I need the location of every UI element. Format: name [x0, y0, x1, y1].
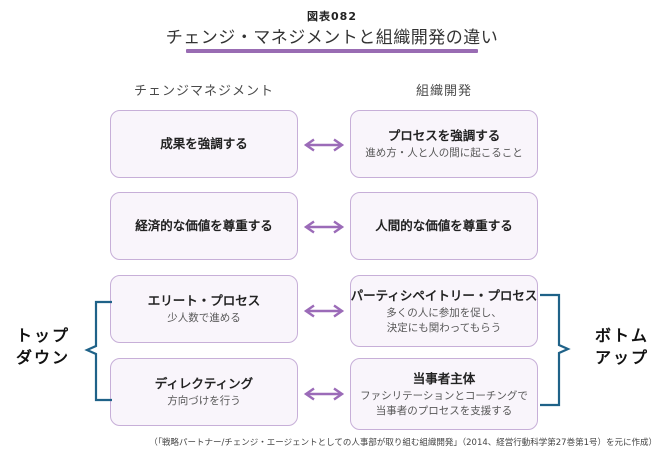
right-brace-icon	[540, 293, 571, 407]
box-title: エリート・プロセス	[147, 292, 261, 308]
box-process-emphasis: プロセスを強調する 進め方・人と人の間に起こること	[350, 110, 538, 178]
box-subtitle: 多くの人に参加を促し、 決定にも関わってもらう	[386, 307, 502, 334]
title-underline	[186, 49, 478, 53]
box-subtitle: 進め方・人と人の間に起こること	[365, 147, 523, 160]
box-human-value: 人間的な価値を尊重する	[350, 192, 538, 260]
box-title: 成果を強調する	[160, 136, 248, 152]
box-results-emphasis: 成果を強調する	[110, 110, 298, 178]
source-citation: （「戦略パートナー/チェンジ・エージェントとしての人事部が取り組む組織開発」（2…	[149, 438, 657, 448]
side-label-top-down: トップ ダウン	[15, 326, 70, 367]
box-title: 経済的な価値を尊重する	[135, 218, 273, 234]
column-header-change-management: チェンジマネジメント	[133, 84, 274, 99]
box-title: ディレクティング	[154, 375, 254, 391]
figure-title: チェンジ・マネジメントと組織開発の違い	[165, 28, 499, 48]
box-title: 当事者主体	[412, 370, 476, 386]
figure-number-label: 図表082	[307, 10, 357, 23]
double-headed-arrow-icon	[303, 138, 345, 152]
side-label-bottom-up: ボトム アップ	[594, 326, 649, 367]
box-economic-value: 経済的な価値を尊重する	[110, 192, 298, 260]
box-title: パーティシペイトリー・プロセス	[350, 287, 538, 303]
box-directing: ディレクティング 方向づけを行う	[110, 358, 298, 426]
left-brace-icon	[84, 300, 112, 402]
box-subtitle: 少人数で進める	[167, 312, 241, 325]
column-header-organization-development: 組織開発	[415, 84, 472, 99]
box-title: 人間的な価値を尊重する	[375, 218, 513, 234]
double-headed-arrow-icon	[303, 387, 345, 401]
double-headed-arrow-icon	[303, 304, 345, 318]
box-subtitle: 方向づけを行う	[167, 395, 241, 408]
box-subtitle: ファシリテーションとコーチングで 当事者のプロセスを支援する	[360, 390, 528, 417]
box-title: プロセスを強調する	[387, 127, 501, 143]
box-elite-process: エリート・プロセス 少人数で進める	[110, 275, 298, 343]
box-party-ownership: 当事者主体 ファシリテーションとコーチングで 当事者のプロセスを支援する	[350, 358, 538, 430]
double-headed-arrow-icon	[303, 220, 345, 234]
box-participatory-process: パーティシペイトリー・プロセス 多くの人に参加を促し、 決定にも関わってもらう	[350, 275, 538, 347]
